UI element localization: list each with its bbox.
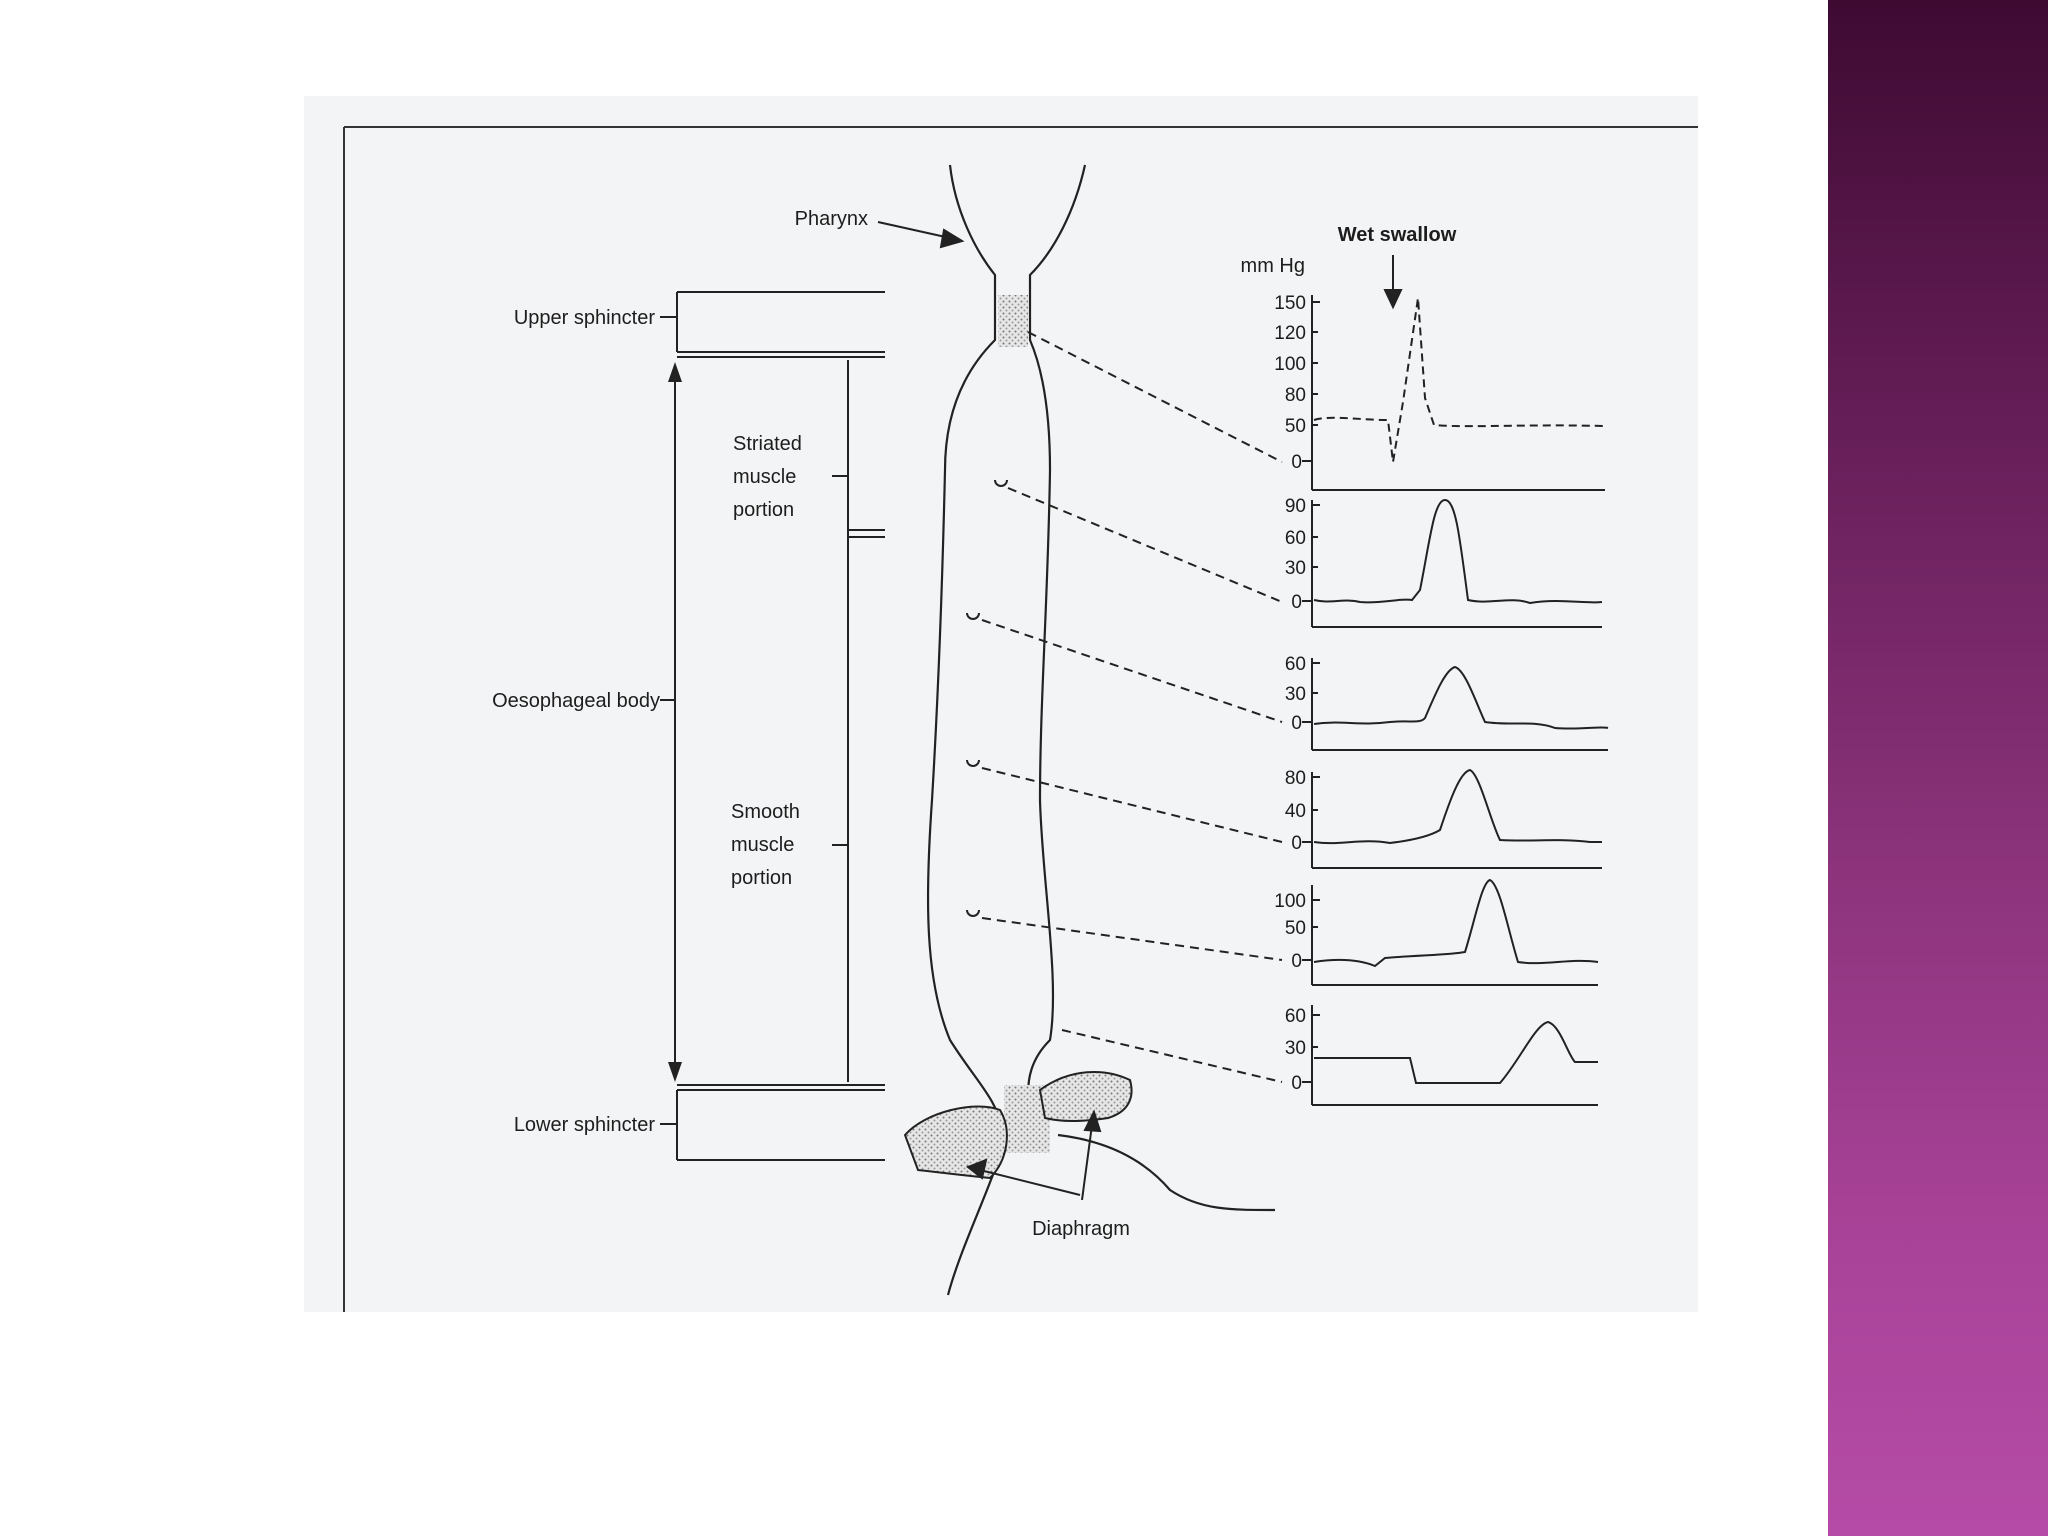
leader-line bbox=[1007, 487, 1283, 603]
trace-2-tick: 30 bbox=[1285, 558, 1306, 579]
sensor-marker bbox=[994, 479, 1008, 487]
smooth-muscle-label-line1: Smooth bbox=[731, 801, 800, 823]
trace-4-tick: 40 bbox=[1285, 801, 1306, 822]
diaphragm-left-crus bbox=[903, 1105, 1008, 1180]
leader-line bbox=[981, 619, 1283, 723]
pressure-traces: 150 120 100 80 50 0 90 60 30 0 bbox=[1274, 293, 1609, 1106]
trace-3-tick: 0 bbox=[1291, 713, 1302, 734]
striated-muscle-label-line2: muscle bbox=[733, 466, 796, 488]
pharynx-label: Pharynx bbox=[795, 208, 868, 230]
trace-1-tick: 150 bbox=[1274, 293, 1306, 314]
leader-line bbox=[981, 767, 1283, 843]
pressure-trace-6 bbox=[1302, 1005, 1598, 1106]
pressure-trace-2 bbox=[1302, 498, 1603, 628]
upper-sphincter-label: Upper sphincter bbox=[514, 307, 656, 329]
trace-1-tick: 80 bbox=[1285, 385, 1306, 406]
trace-6-tick: 60 bbox=[1285, 1006, 1306, 1027]
trace-3-tick: 60 bbox=[1285, 654, 1306, 675]
label-arrows bbox=[877, 221, 1403, 1201]
sensor-marker bbox=[966, 909, 980, 917]
sensor-leader-lines bbox=[981, 331, 1283, 1083]
wet-swallow-label: Wet swallow bbox=[1338, 224, 1457, 246]
trace-1-tick: 0 bbox=[1291, 452, 1302, 473]
pressure-trace-3 bbox=[1302, 658, 1609, 751]
trace-5-tick: 100 bbox=[1274, 891, 1306, 912]
diaphragm-label: Diaphragm bbox=[1032, 1218, 1130, 1240]
sensor-marker bbox=[966, 759, 980, 767]
trace-2-tick: 60 bbox=[1285, 528, 1306, 549]
trace-1-tick: 120 bbox=[1274, 323, 1306, 344]
smooth-muscle-label-line2: muscle bbox=[731, 834, 794, 856]
striated-muscle-label-line1: Striated bbox=[733, 433, 802, 455]
trace-3-tick: 30 bbox=[1285, 684, 1306, 705]
trace-2-tick: 90 bbox=[1285, 496, 1306, 517]
lower-sphincter-label: Lower sphincter bbox=[514, 1114, 656, 1136]
oesophagus-manometry-diagram: Pharynx Upper sphincter Oesophageal body… bbox=[343, 126, 1698, 1312]
leader-line bbox=[981, 917, 1283, 961]
sensor-marker bbox=[966, 612, 980, 620]
oesophageal-body-label: Oesophageal body bbox=[492, 690, 660, 712]
trace-6-tick: 0 bbox=[1291, 1073, 1302, 1094]
leader-line bbox=[1061, 1029, 1283, 1083]
striated-muscle-label-line3: portion bbox=[733, 499, 794, 521]
trace-1-tick: 50 bbox=[1285, 416, 1306, 437]
trace-4-tick: 0 bbox=[1291, 833, 1302, 854]
upper-sphincter-zone bbox=[998, 295, 1028, 347]
decorative-side-band bbox=[1828, 0, 2048, 1536]
oesophagus-outline bbox=[926, 164, 1276, 1296]
pressure-units-label: mm Hg bbox=[1241, 255, 1305, 277]
trace-1-tick: 100 bbox=[1274, 354, 1306, 375]
segment-brackets bbox=[660, 291, 885, 1161]
pressure-trace-1 bbox=[1302, 295, 1606, 491]
pressure-sensors bbox=[966, 479, 1008, 917]
trace-6-tick: 30 bbox=[1285, 1038, 1306, 1059]
smooth-muscle-label-line3: portion bbox=[731, 867, 792, 889]
diaphragm-right-crus bbox=[1038, 1071, 1133, 1122]
trace-5-tick: 50 bbox=[1285, 918, 1306, 939]
trace-2-tick: 0 bbox=[1291, 592, 1302, 613]
pressure-trace-4 bbox=[1302, 768, 1602, 869]
pressure-trace-5 bbox=[1302, 878, 1599, 986]
leader-line bbox=[1027, 331, 1283, 463]
trace-4-tick: 80 bbox=[1285, 768, 1306, 789]
trace-5-tick: 0 bbox=[1291, 951, 1302, 972]
